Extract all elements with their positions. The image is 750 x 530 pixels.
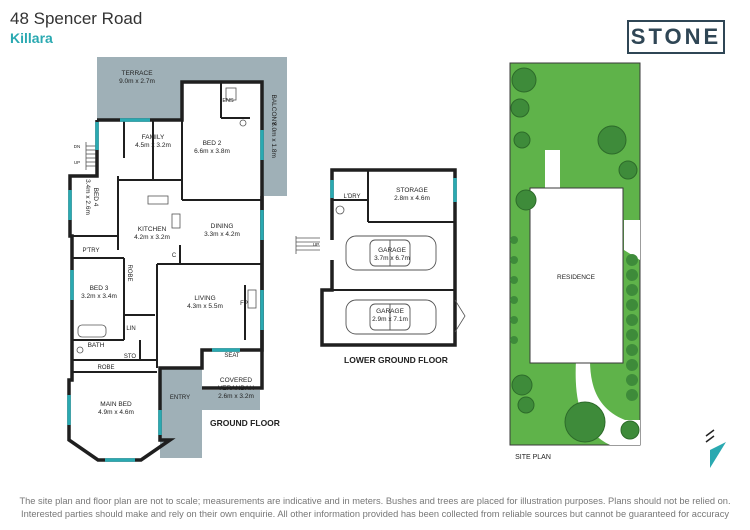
residence-building [529,187,624,364]
storage-room-size: 2.8m x 4.6m [394,195,430,202]
brand-logo: STONE [627,20,725,54]
bed2-size: 6.6m x 3.8m [194,148,230,155]
bed3-label: BED 3 [90,285,109,292]
main-bed-size: 4.9m x 4.6m [98,409,134,416]
ens-label: ENS [222,98,234,104]
bed4-size: 3.4m x 2.6m [84,179,91,215]
terrace-label: TERRACE [121,70,153,77]
verandah-label: COVERED [220,377,252,384]
stairs-dn-label: DN [74,144,81,149]
cupboard-label: C [172,253,177,259]
balcony-size: 8.0m x 1.8m [270,122,277,158]
lower-windows [330,178,457,202]
ground-fixtures [76,87,257,354]
family-label: FAMILY [142,134,165,141]
garage2-size: 2.9m x 7.1m [372,316,408,323]
lower-stairs-up-label: UP [313,242,319,247]
storage-label: STO [124,354,137,360]
garage2-label: GARAGE [376,308,404,315]
living-label: LIVING [194,295,215,302]
bed4-label: BED 4 [92,188,99,207]
disclaimer-line-2: Interested parties should make and rely … [20,509,729,519]
balcony-label: BALCONY [270,94,277,126]
kitchen-label: KITCHEN [138,226,167,233]
pantry-label: P'TRY [82,248,99,254]
residence-label: RESIDENCE [557,274,596,281]
lower-stairs [295,236,320,254]
hedge-icons [510,236,638,401]
linen-label: LIN [126,326,135,332]
fireplace-label: FP [240,301,248,307]
family-size: 4.5m x 3.2m [135,142,171,149]
main-bed-label: MAIN BED [100,401,132,408]
seat-label: SEAT [224,353,240,359]
ground-floor-title: GROUND FLOOR [210,418,280,428]
laundry-label: L'DRY [343,194,360,200]
car-icon [345,235,437,271]
robe-main-label: ROBE [97,365,114,371]
lower-interior-walls [322,170,455,291]
car-icon [345,299,437,335]
entry-label: ENTRY [170,395,190,401]
garage-door [454,299,466,333]
lower-ground-floor-title: LOWER GROUND FLOOR [344,355,448,365]
garage1-size: 3.7m x 6.7m [374,255,410,262]
tree-icons [510,67,640,443]
terrace-size: 9.0m x 2.7m [119,78,155,85]
ground-interior-walls [72,82,262,373]
robe-label: ROBE [126,264,132,281]
stairs-up-label: UP [74,160,80,165]
ground-stairs [85,142,97,170]
bath-label: BATH [88,342,105,349]
disclaimer-line-1: The site plan and floor plan are not to … [19,496,731,506]
dining-size: 3.3m x 4.2m [204,231,240,238]
site-plan-title: SITE PLAN [515,454,551,461]
laundry-fixture [335,205,345,215]
property-address: 48 Spencer Road [10,9,143,28]
kitchen-size: 4.2m x 3.2m [134,234,170,241]
property-suburb: Killara [10,30,53,46]
bed2-label: BED 2 [203,140,222,147]
living-size: 4.3m x 5.5m [187,303,223,310]
verandah-size: 2.6m x 3.2m [218,393,254,400]
ground-windows [67,118,264,462]
verandah-label-2: VERANDAH [218,385,254,392]
disclaimer: The site plan and floor plan are not to … [0,495,750,521]
storage-room-label: STORAGE [396,187,428,194]
north-arrow-icon [705,429,726,468]
bed3-size: 3.2m x 3.4m [81,293,117,300]
dining-label: DINING [211,223,234,230]
garage1-label: GARAGE [378,247,406,254]
